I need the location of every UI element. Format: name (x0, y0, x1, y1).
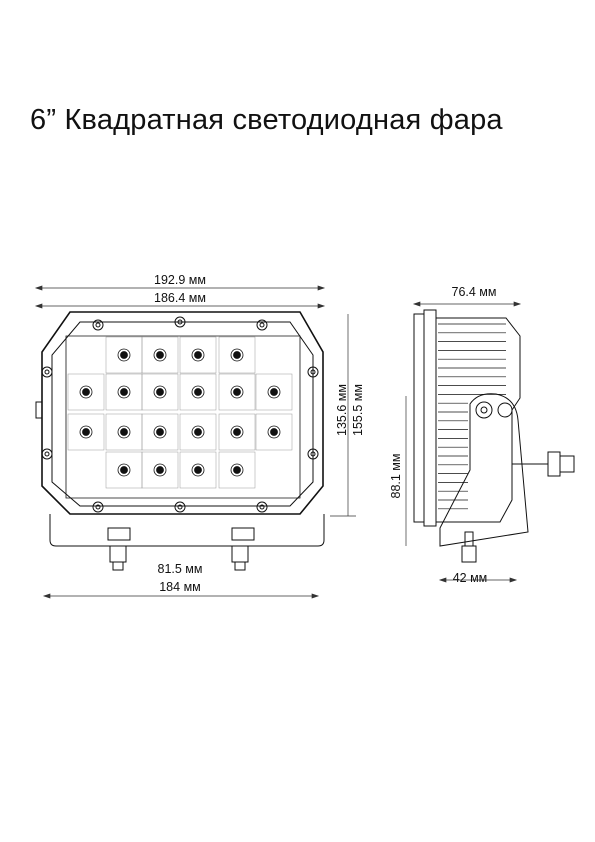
led-icon (153, 425, 167, 439)
reflector-cell (179, 373, 217, 411)
bottom-lip (49, 514, 325, 547)
reflector-cell (179, 451, 217, 489)
reflector-cell (255, 413, 293, 451)
reflector-cell (218, 373, 256, 411)
led-icon (194, 466, 202, 474)
bracket-pivot (497, 402, 513, 418)
bolt-left (109, 545, 127, 563)
led-icon (79, 385, 93, 399)
led-icon (120, 388, 128, 396)
led-icon (230, 348, 244, 362)
dim-height-lens: 135.6 мм (335, 384, 349, 436)
led-icon (120, 466, 128, 474)
led-icon (79, 425, 93, 439)
led-icon (153, 348, 167, 362)
reflector-cell (218, 336, 256, 374)
led-icon (230, 463, 244, 477)
led-icon (233, 466, 241, 474)
dim-width-overall: 192.9 мм (154, 273, 206, 287)
led-icon (191, 348, 205, 362)
led-icon (233, 351, 241, 359)
housing-outline (41, 311, 324, 515)
lens-outline (65, 335, 301, 499)
front-view (35, 311, 325, 571)
led-icon (82, 388, 90, 396)
dim-bracket-spacing: 81.5 мм (158, 562, 203, 576)
dim-bracket-width: 42 мм (453, 571, 488, 585)
led-icon (233, 388, 241, 396)
led-icon (230, 385, 244, 399)
nut-right (234, 561, 246, 571)
bracket-knob (475, 401, 493, 419)
led-icon (117, 463, 131, 477)
led-icon (233, 428, 241, 436)
reflector-cell (255, 373, 293, 411)
bezel-screws (41, 316, 319, 513)
led-icon (156, 388, 164, 396)
led-icon (270, 388, 278, 396)
led-icon (156, 351, 164, 359)
led-icon (194, 428, 202, 436)
side-lens-face (413, 313, 425, 523)
led-icon (82, 428, 90, 436)
reflector-cell (141, 413, 179, 451)
led-icon (117, 348, 131, 362)
led-icon (120, 351, 128, 359)
heatsink-fins (438, 323, 506, 510)
led-icon (117, 425, 131, 439)
front-dim-lines (34, 285, 356, 599)
reflector-cell (141, 336, 179, 374)
led-icon (230, 425, 244, 439)
led-icon (156, 466, 164, 474)
led-icon (267, 425, 281, 439)
side-tab (35, 401, 43, 419)
led-icon (191, 425, 205, 439)
led-icon (153, 463, 167, 477)
reflector-cell (141, 373, 179, 411)
led-icon (153, 385, 167, 399)
led-icon (194, 351, 202, 359)
page-title: 6” Квадратная светодиодная фара (30, 104, 503, 136)
side-stud (461, 545, 477, 563)
led-icon (156, 428, 164, 436)
led-icon (117, 385, 131, 399)
led-icon (120, 428, 128, 436)
reflector-cell (218, 413, 256, 451)
led-icon (270, 428, 278, 436)
side-bolt (547, 451, 561, 477)
side-dim-lines (405, 301, 522, 583)
dim-width-lens: 186.4 мм (154, 291, 206, 305)
dim-width-bottom: 184 мм (159, 580, 201, 594)
led-icon (194, 388, 202, 396)
led-grid (67, 336, 293, 489)
dim-mount-height: 88.1 мм (389, 454, 403, 499)
side-bolt-head (559, 455, 575, 473)
side-view (413, 309, 575, 563)
mount-foot-right (231, 527, 255, 541)
led-icon (191, 385, 205, 399)
side-bezel (423, 309, 437, 527)
reflector-cell (141, 451, 179, 489)
reflector-cell (67, 373, 105, 411)
mount-foot-left (107, 527, 131, 541)
bolt-right (231, 545, 249, 563)
dim-height-overall: 155.5 мм (351, 384, 365, 436)
nut-left (112, 561, 124, 571)
led-icon (191, 463, 205, 477)
reflector-cell (179, 413, 217, 451)
bezel-outline (51, 321, 314, 507)
reflector-cell (218, 451, 256, 489)
dim-depth: 76.4 мм (452, 285, 497, 299)
side-bracket (439, 393, 529, 547)
led-icon (267, 385, 281, 399)
reflector-cell (67, 413, 105, 451)
reflector-cell (179, 336, 217, 374)
